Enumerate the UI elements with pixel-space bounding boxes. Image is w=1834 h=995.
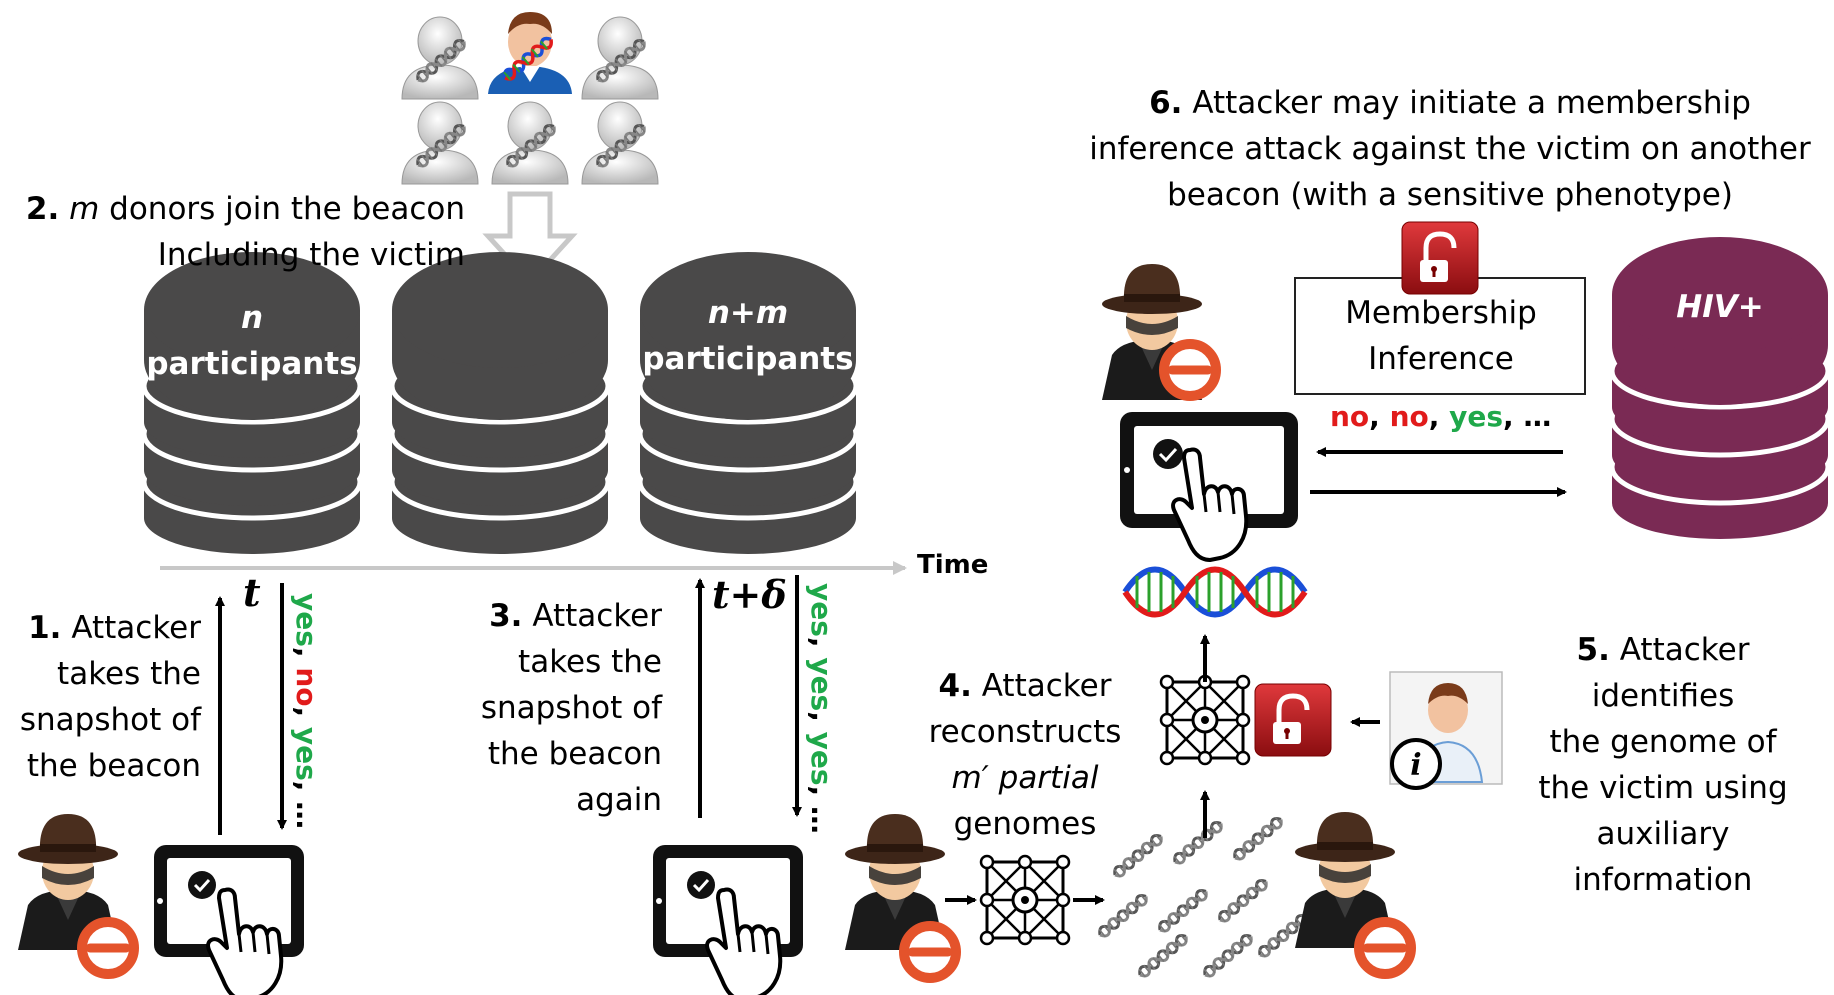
prohibited-icon: [1164, 344, 1216, 396]
donor-group: [401, 12, 659, 185]
tablet-icon: [1120, 412, 1298, 528]
step1-caption: 1. Attacker takes the snapshot of the be…: [19, 610, 201, 784]
step4-caption: 4. Attacker reconstructs m′ partial geno…: [928, 668, 1122, 842]
db-right-label: n+m participants: [642, 295, 854, 377]
responses-membership: no, no, yes, …: [1330, 400, 1552, 433]
db-left-label: n participants: [146, 300, 358, 382]
database-icon: [392, 252, 608, 554]
donor-icon: [581, 16, 659, 100]
step2-caption: 2. m donors join the beacon Including th…: [25, 191, 465, 273]
lock-icon: [1402, 222, 1478, 294]
hiv-db-label: HIV+: [1676, 289, 1764, 325]
step5-caption: 5. Attacker identifies the genome of the…: [1538, 632, 1788, 898]
database-icon: [1612, 237, 1828, 539]
svg-text:i: i: [1410, 748, 1421, 783]
victim-icon: [488, 12, 572, 94]
lock-icon: [1255, 684, 1331, 756]
membership-inference-box: [1294, 277, 1586, 395]
t-delta-label: t+δ: [712, 572, 787, 617]
membership-inference-label: Membership Inference: [1345, 295, 1537, 377]
responses-second-snapshot: yes, yes, yes, …: [805, 583, 838, 834]
time-label: Time: [917, 550, 989, 580]
prohibited-icon: [1359, 922, 1411, 974]
step3-caption: 3. Attacker takes the snapshot of the be…: [480, 598, 662, 818]
donor-icon: [581, 101, 659, 185]
info-icon: i: [1389, 671, 1503, 790]
dna-icon: [502, 36, 553, 81]
donor-icon: [401, 101, 479, 185]
prohibited-icon: [904, 926, 956, 978]
responses-first-snapshot: yes, no, yes, …: [290, 593, 323, 830]
network-icon: [979, 854, 1071, 946]
network-icon: [1159, 674, 1251, 766]
donor-icon: [491, 101, 569, 185]
donor-icon: [401, 16, 479, 100]
t-label: t: [243, 570, 261, 615]
dna-icon: [1125, 570, 1305, 615]
step6-caption: 6. Attacker may initiate a membership in…: [1089, 85, 1811, 213]
prohibited-icon: [82, 922, 134, 974]
